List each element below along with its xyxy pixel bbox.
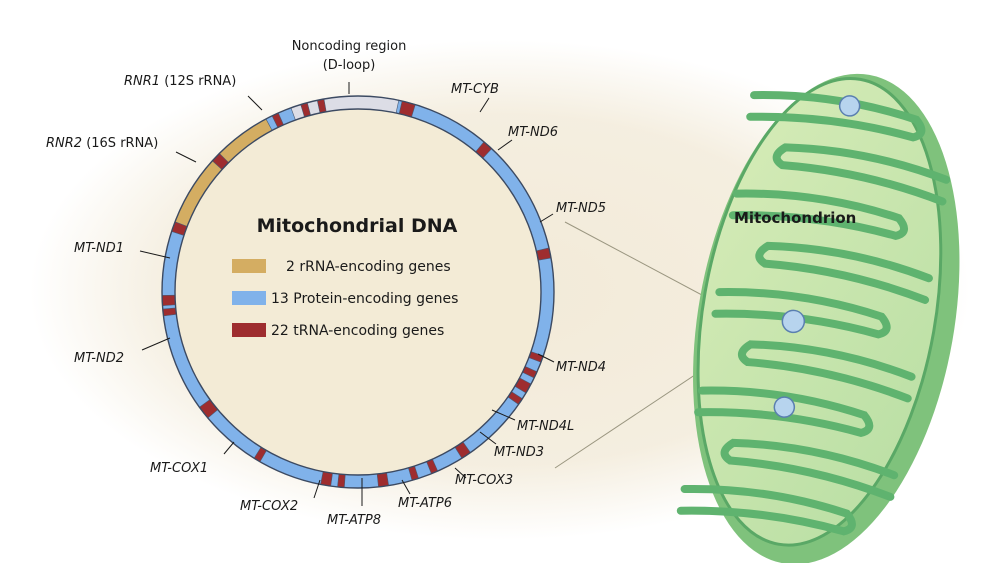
gene-labels: Noncoding region (D-loop) RNR1 (12S rRNA… (46, 39, 606, 528)
mitochondrion-label: Mitochondrion (734, 209, 856, 227)
dna-segment-trna (320, 471, 333, 487)
crista-fold (676, 484, 856, 536)
dna-circle-interior (174, 108, 542, 476)
label-mt-cox2: MT-COX2 (240, 499, 298, 514)
crista-fold (738, 340, 916, 403)
dna-ring-inner-edge (174, 108, 542, 476)
diagram-title: Mitochondrial DNA (257, 215, 458, 237)
dna-ring (161, 95, 555, 489)
leader-lines (139, 82, 555, 506)
label-mt-cyb: MT-CYB (451, 82, 499, 97)
legend-label-trna: 22 tRNA-encoding genes (271, 323, 444, 339)
label-noncoding-line1: Noncoding region (292, 39, 407, 54)
label-mt-cox1: MT-COX1 (150, 461, 208, 476)
label-mt-atp6: MT-ATP6 (398, 496, 452, 511)
mitochondrial-dna-clusters (773, 95, 861, 418)
crista-fold (720, 438, 899, 501)
dna-segment-trna (337, 473, 346, 488)
label-mt-nd5: MT-ND5 (556, 201, 606, 216)
label-mt-nd6: MT-ND6 (508, 125, 558, 140)
dna-segment-trna (162, 307, 177, 317)
label-mt-atp8: MT-ATP8 (327, 513, 381, 528)
label-noncoding-line2: (D-loop) (323, 58, 376, 73)
label-mt-nd4l: MT-ND4L (517, 419, 574, 434)
legend-label-rrna: 2 rRNA-encoding genes (286, 259, 451, 275)
label-mt-nd3: MT-ND3 (494, 445, 544, 460)
mitochondrion-cristae (676, 91, 951, 536)
crista-fold (772, 143, 951, 206)
mitochondrion-illustration (676, 73, 960, 563)
crista-fold (728, 189, 908, 241)
dna-segment-trna (376, 472, 390, 488)
crista-fold (746, 91, 926, 142)
legend: 2 rRNA-encoding genes 13 Protein-encodin… (232, 259, 458, 339)
crista-fold (694, 386, 874, 437)
label-rnr2: RNR2 (16S rRNA) (46, 136, 158, 151)
dna-ring-outer-edge (161, 95, 555, 489)
legend-swatch-rrna (232, 259, 266, 273)
crista-fold (755, 241, 933, 304)
legend-label-protein: 13 Protein-encoding genes (271, 291, 458, 307)
label-mt-cox3: MT-COX3 (455, 473, 513, 488)
label-rnr1: RNR1 (12S rRNA) (124, 74, 236, 89)
dna-segment-trna (161, 294, 176, 306)
label-mt-nd4: MT-ND4 (556, 360, 606, 375)
legend-swatch-protein (232, 291, 266, 305)
label-mt-nd2: MT-ND2 (74, 351, 124, 366)
legend-swatch-trna (232, 323, 266, 337)
label-mt-nd1: MT-ND1 (74, 241, 124, 256)
